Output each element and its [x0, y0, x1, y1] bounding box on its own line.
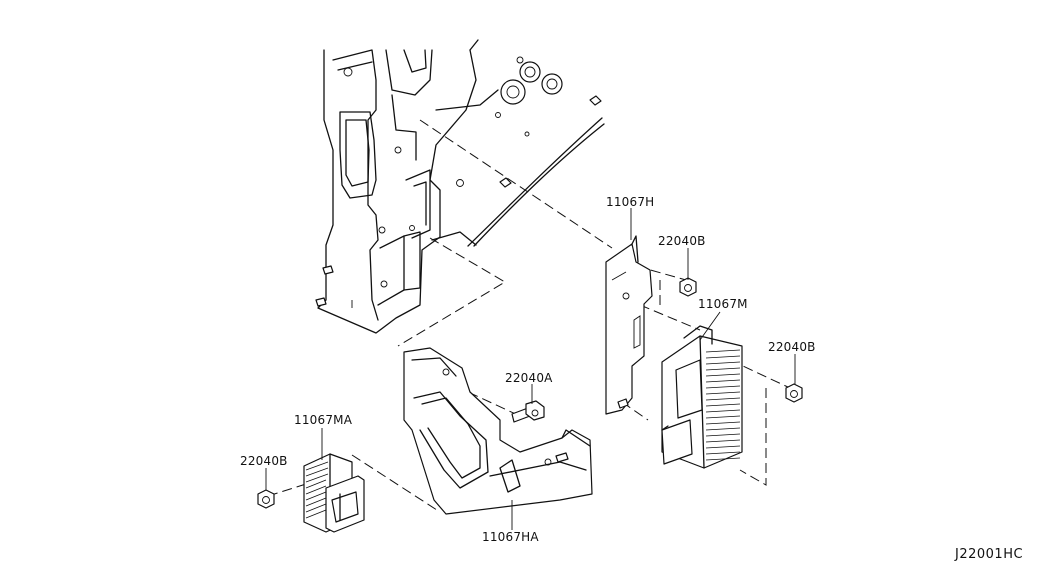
module-11067M — [661, 325, 743, 469]
nut-22040B-left — [257, 489, 275, 509]
nut-22040B-right — [785, 383, 803, 403]
label-22040B-upper: 22040B — [658, 234, 706, 248]
bolt-22040A — [511, 400, 545, 423]
bracket-11067H — [605, 235, 653, 415]
label-11067H: 11067H — [606, 195, 654, 209]
label-11067MA: 11067MA — [294, 413, 353, 427]
label-22040B-right: 22040B — [768, 340, 816, 354]
bracket-11067HA — [403, 347, 593, 515]
label-11067M: 11067M — [698, 297, 748, 311]
module-11067MA-cooling-fins — [305, 461, 329, 519]
callout-leaders — [265, 208, 796, 530]
label-22040A: 22040A — [505, 371, 553, 385]
clip-fasteners — [500, 56, 563, 105]
label-11067HA: 11067HA — [482, 530, 539, 544]
diagram-code: J22001HC — [954, 547, 1023, 562]
body-panel — [315, 39, 605, 334]
nut-22040B-upper — [679, 277, 697, 297]
module-11067M-cooling-fins — [705, 349, 741, 461]
module-11067MA — [303, 453, 365, 533]
label-22040B-left: 22040B — [240, 454, 288, 468]
